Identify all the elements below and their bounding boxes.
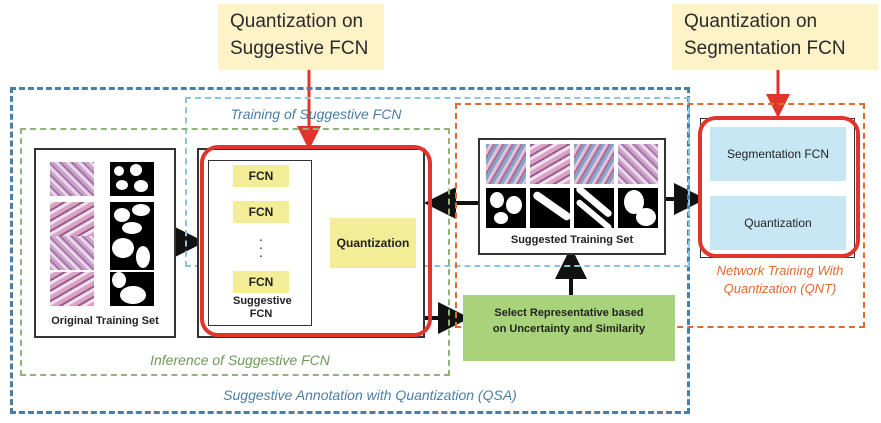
training-suggestive-region — [185, 97, 690, 267]
inference-suggestive-label: Inference of Suggestive FCN — [150, 352, 330, 368]
quantization-block: Quantization — [330, 218, 416, 268]
qnt-label: Network Training With Quantization (QNT) — [716, 263, 844, 296]
qsa-label: Suggestive Annotation with Quantization … — [223, 387, 517, 403]
tissue-image — [574, 144, 614, 184]
callout-segmentation-quantization: Quantization on Segmentation FCN — [672, 4, 878, 70]
suggestive-fcn-stack: FCN FCN ··· FCN Suggestive FCN — [208, 160, 312, 326]
mask-image — [110, 202, 154, 236]
mask-image — [618, 188, 658, 228]
mask-image — [110, 272, 154, 306]
segmentation-fcn-block: Segmentation FCN — [710, 127, 846, 181]
segmentation-quantization-block: Quantization — [710, 196, 846, 250]
original-training-set-panel: Original Training Set — [34, 148, 176, 338]
inference-suggestive-region — [20, 128, 450, 376]
suggested-training-set-panel: Suggested Training Set — [478, 138, 666, 255]
tissue-image — [50, 272, 94, 306]
mask-image — [110, 236, 154, 270]
tissue-image — [530, 144, 570, 184]
tissue-image — [50, 202, 94, 236]
mask-image — [110, 162, 154, 196]
tissue-image — [50, 236, 94, 270]
training-suggestive-label: Training of Suggestive FCN — [230, 106, 402, 122]
mask-image — [530, 188, 570, 228]
suggestive-fcn-label: Suggestive FCN — [233, 295, 292, 320]
mask-image — [486, 188, 526, 228]
fcn-block: FCN — [233, 201, 289, 223]
suggestive-quantization-highlight — [200, 145, 432, 337]
original-training-set-label: Original Training Set — [51, 315, 159, 327]
suggested-training-set-label: Suggested Training Set — [510, 234, 634, 246]
fcn-block: FCN — [233, 165, 289, 187]
ellipsis: ··· — [258, 231, 264, 263]
mask-image — [574, 188, 614, 228]
tissue-image — [486, 144, 526, 184]
fcn-block: FCN — [233, 271, 289, 293]
tissue-image — [618, 144, 658, 184]
segmentation-quantization-highlight — [698, 116, 860, 258]
callout-suggestive-quantization: Quantization on Suggestive FCN — [218, 4, 384, 70]
tissue-image — [50, 162, 94, 196]
select-representative-box: Select Representative based on Uncertain… — [463, 295, 675, 361]
